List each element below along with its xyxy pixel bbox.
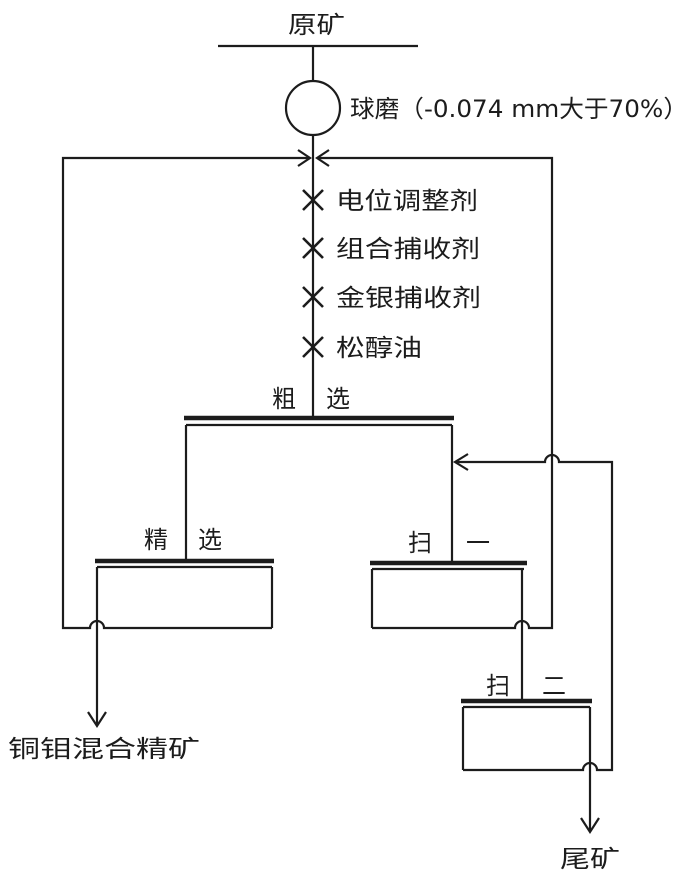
tailings-arrowhead [580,817,600,835]
reagent-mark-2 [302,237,324,259]
ball-mill-circle [284,79,342,137]
scavenger2-cell [461,698,592,770]
mill-label: 球磨（-0.074 mm大于70%） [350,95,688,123]
feed-label: 原矿 [288,11,345,39]
right-return-arrowhead [315,149,330,167]
cleaner-cell [95,558,274,628]
concentrate-label: 铜钼混合精矿 [8,735,200,763]
right-return-line [318,156,554,630]
reagent-mark-3 [302,286,324,308]
reagent-mark-4 [302,336,324,358]
rougher-label: 粗 选 [272,385,350,413]
scavenger1-label: 扫 一 [408,529,490,557]
reagent-mark-1 [302,189,324,211]
scavenger2-return-arrowhead [452,453,469,471]
reagent-label-3: 金银捕收剂 [336,284,481,312]
left-return-line [61,156,309,630]
scavenger1-cell [370,560,527,699]
cleaner-label: 精 选 [144,526,222,554]
tailings-label: 尾矿 [560,845,620,873]
left-return-arrowhead [297,149,312,167]
concentrate-arrowhead [87,711,107,729]
rougher-cell [184,415,454,561]
scavenger2-label: 扫 二 [486,672,566,700]
scavenger2-return-line [456,453,614,772]
reagent-label-2: 组合捕收剂 [336,235,480,263]
reagent-label-4: 松醇油 [336,334,422,362]
reagent-label-1: 电位调整剂 [336,187,478,215]
